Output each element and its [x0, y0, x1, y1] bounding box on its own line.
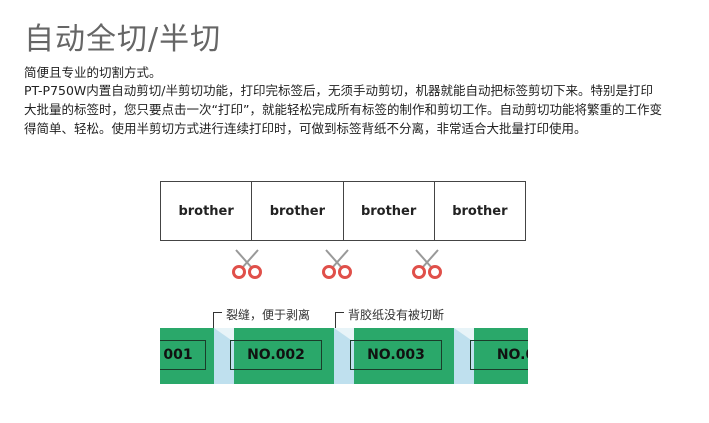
- scissors-icon: [322, 249, 352, 279]
- label-cell: brother: [452, 203, 508, 219]
- peel-corner-icon: [334, 328, 354, 384]
- tape-label: NO.003: [350, 340, 442, 370]
- tape-label: NO.0: [470, 340, 528, 370]
- scissors-icon: [412, 249, 442, 279]
- note-slit: 裂缝，便于剥离: [226, 308, 311, 322]
- tape-label: 001: [160, 340, 206, 370]
- half-cut-tape: 001 NO.002 NO.003 NO.0: [160, 328, 528, 384]
- page-title: 自动全切/半切: [24, 22, 222, 57]
- tape-segment: [336, 328, 454, 384]
- peel-corner-icon: [454, 328, 474, 384]
- peel-corner-icon: [214, 328, 234, 384]
- tape-segment: [216, 328, 334, 384]
- scissors-icon: [232, 249, 262, 279]
- note-bracket: [335, 312, 344, 333]
- tape-label: NO.002: [230, 340, 322, 370]
- label-cell: brother: [252, 182, 344, 240]
- page-subtitle: 简便且专业的切割方式。: [24, 65, 162, 80]
- note-bracket: [213, 312, 222, 333]
- label-strip: brother brother brother brother: [160, 181, 526, 241]
- label-cell: brother: [344, 182, 435, 240]
- description-paragraph: PT-P750W内置自动剪切/半剪切功能，打印完标签后，无须手动剪切，机器就能自…: [24, 83, 662, 136]
- note-backing: 背胶纸没有被切断: [348, 308, 445, 322]
- label-cell: brother: [161, 182, 253, 240]
